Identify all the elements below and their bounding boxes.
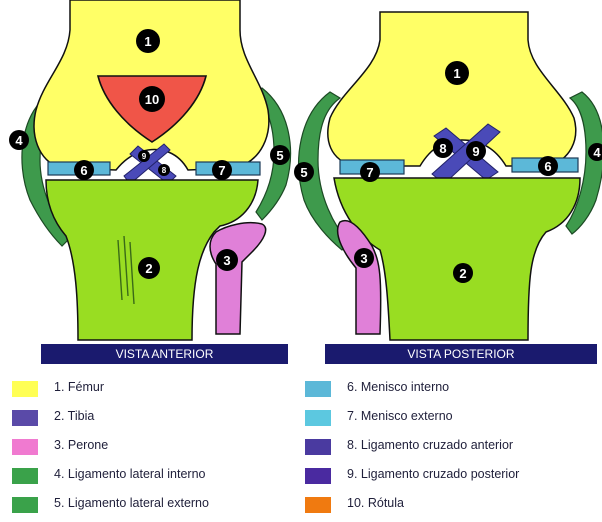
svg-text:3: 3: [223, 253, 230, 268]
posterior-label-9: 9: [466, 141, 486, 161]
anterior-label-7: 7: [212, 160, 232, 180]
legend-label: 9. Ligamento cruzado posterior: [347, 467, 519, 481]
posterior-label-2: 2: [453, 263, 473, 283]
legend-label: 10. Rótula: [347, 496, 404, 510]
anterior-label-9: 9: [138, 150, 150, 162]
legend-swatch: [12, 439, 38, 455]
anterior-label-10: 10: [139, 86, 165, 112]
anterior-label-8: 8: [158, 164, 170, 176]
svg-text:9: 9: [472, 144, 479, 159]
posterior-view: [299, 12, 602, 340]
legend-swatch: [12, 468, 38, 484]
posterior-label-3: 3: [354, 248, 374, 268]
svg-text:10: 10: [145, 92, 159, 107]
posterior-label-6: 6: [538, 156, 558, 176]
view-label-anterior: VISTA ANTERIOR: [41, 344, 288, 364]
legend-swatch: [305, 497, 331, 513]
svg-text:3: 3: [360, 251, 367, 266]
anterior-label-1: 1: [136, 29, 160, 53]
posterior-label-1: 1: [445, 61, 469, 85]
svg-text:5: 5: [276, 148, 283, 163]
anterior-view: [22, 0, 291, 340]
svg-text:8: 8: [439, 141, 446, 156]
posterior-label-5: 5: [294, 162, 314, 182]
svg-text:4: 4: [15, 133, 23, 148]
legend-swatch: [12, 381, 38, 397]
legend-label: 3. Perone: [54, 438, 108, 452]
legend-swatch: [12, 497, 38, 513]
svg-text:6: 6: [544, 159, 551, 174]
svg-text:2: 2: [145, 261, 152, 276]
svg-text:2: 2: [459, 266, 466, 281]
anterior-label-3: 3: [216, 249, 238, 271]
svg-text:1: 1: [144, 34, 151, 49]
svg-text:9: 9: [142, 152, 147, 161]
posterior-label-8: 8: [433, 138, 453, 158]
anterior-perone: [210, 223, 266, 334]
legend-label: 2. Tibia: [54, 409, 94, 423]
legend-label: 1. Fémur: [54, 380, 104, 394]
legend-swatch: [305, 439, 331, 455]
anterior-label-4: 4: [9, 130, 29, 150]
svg-text:1: 1: [453, 66, 460, 81]
anterior-label-6: 6: [74, 160, 94, 180]
view-label-posterior: VISTA POSTERIOR: [325, 344, 597, 364]
anterior-label-2: 2: [138, 257, 160, 279]
svg-text:7: 7: [366, 165, 373, 180]
legend-label: 8. Ligamento cruzado anterior: [347, 438, 513, 452]
legend-label: 5. Ligamento lateral externo: [54, 496, 209, 510]
legend-swatch: [12, 410, 38, 426]
posterior-label-7: 7: [360, 162, 380, 182]
legend-swatch: [305, 410, 331, 426]
legend-swatch: [305, 468, 331, 484]
legend-label: 4. Ligamento lateral interno: [54, 467, 205, 481]
svg-text:5: 5: [300, 165, 307, 180]
legend-label: 6. Menisco interno: [347, 380, 449, 394]
legend-swatch: [305, 381, 331, 397]
legend-label: 7. Menisco externo: [347, 409, 453, 423]
svg-text:4: 4: [593, 145, 601, 160]
svg-text:7: 7: [218, 163, 225, 178]
svg-text:6: 6: [80, 163, 87, 178]
svg-text:8: 8: [162, 166, 167, 175]
knee-diagram: 1 10 4 5 6 7 9 8 2 3 1 8 9 5 7 6 4 3 2: [0, 0, 602, 345]
anterior-label-5: 5: [270, 145, 290, 165]
